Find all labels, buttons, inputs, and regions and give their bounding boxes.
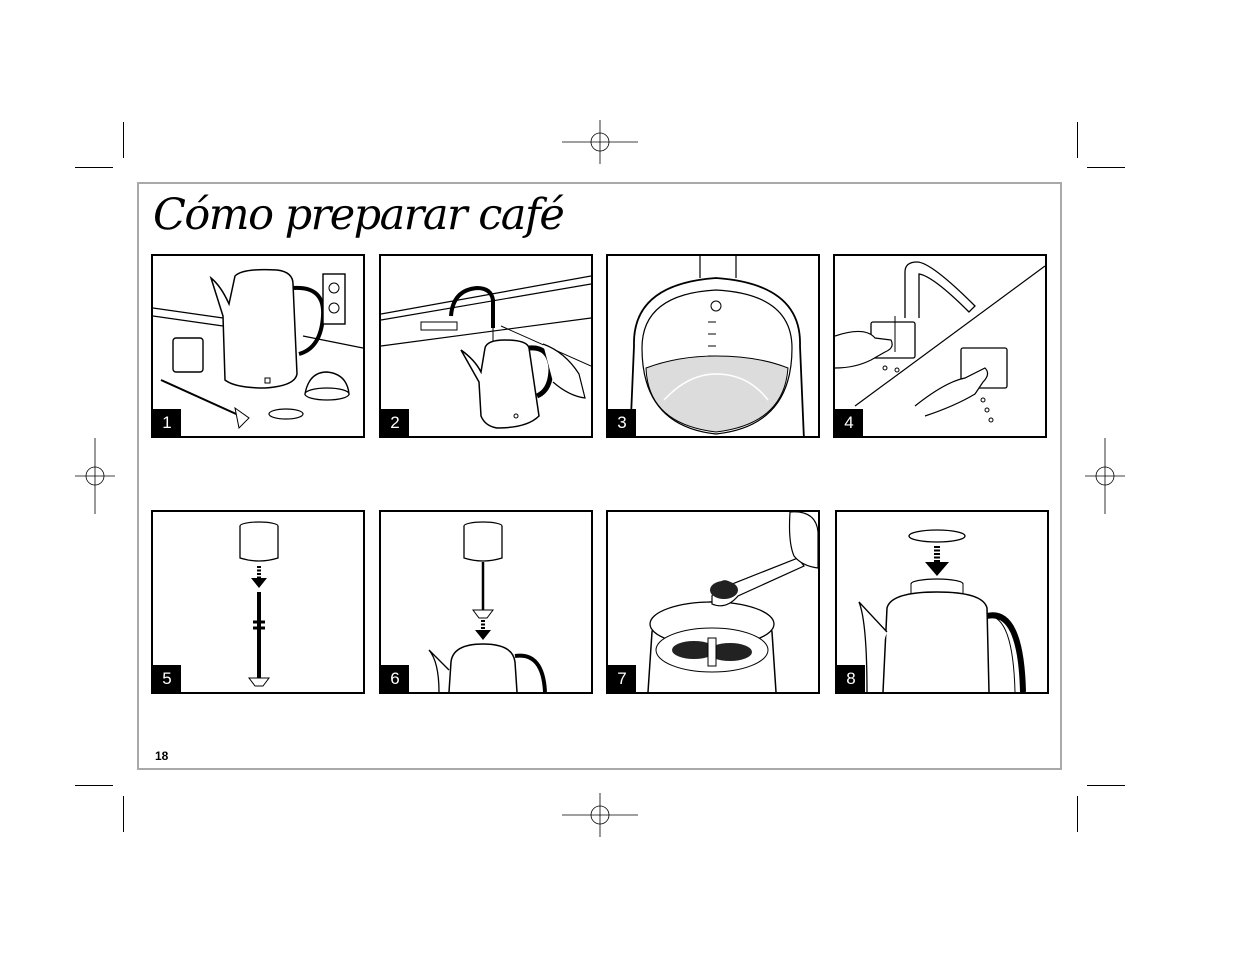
percolator-parts-illustration bbox=[153, 256, 363, 436]
registration-mark-icon bbox=[562, 793, 638, 837]
step-panel-5: 5 bbox=[151, 510, 365, 694]
step-panel-3: 3 bbox=[606, 254, 820, 438]
water-level-illustration bbox=[608, 256, 818, 436]
step-number-badge: 3 bbox=[608, 409, 636, 436]
step-number-badge: 6 bbox=[381, 665, 409, 692]
page-number: 18 bbox=[155, 749, 168, 763]
step-number-badge: 7 bbox=[608, 665, 636, 692]
insert-basket-illustration bbox=[381, 512, 591, 692]
crop-mark bbox=[1077, 796, 1078, 832]
step-panel-7: 7 bbox=[606, 510, 820, 694]
crop-mark bbox=[123, 122, 124, 158]
registration-mark-icon bbox=[75, 438, 115, 514]
crop-mark bbox=[1087, 785, 1125, 786]
step-number-badge: 1 bbox=[153, 409, 181, 436]
crop-mark bbox=[1087, 167, 1125, 168]
add-coffee-illustration bbox=[608, 512, 818, 692]
page-title: Cómo preparar café bbox=[153, 190, 563, 240]
place-lid-illustration bbox=[837, 512, 1047, 692]
crop-mark bbox=[75, 167, 113, 168]
registration-mark-icon bbox=[562, 120, 638, 164]
step-panel-4: 4 bbox=[833, 254, 1047, 438]
step-panel-1: 1 bbox=[151, 254, 365, 438]
registration-mark-icon bbox=[1085, 438, 1125, 514]
step-panel-6: 6 bbox=[379, 510, 593, 694]
insert-stem-illustration bbox=[153, 512, 363, 692]
crop-mark bbox=[123, 796, 124, 832]
step-number-badge: 4 bbox=[835, 409, 863, 436]
crop-mark bbox=[1077, 122, 1078, 158]
step-number-badge: 8 bbox=[837, 665, 865, 692]
step-panel-2: 2 bbox=[379, 254, 593, 438]
crop-mark bbox=[75, 785, 113, 786]
step-number-badge: 2 bbox=[381, 409, 409, 436]
step-panel-8: 8 bbox=[835, 510, 1049, 694]
fill-water-illustration bbox=[381, 256, 591, 436]
rinse-basket-illustration bbox=[835, 256, 1045, 436]
step-number-badge: 5 bbox=[153, 665, 181, 692]
